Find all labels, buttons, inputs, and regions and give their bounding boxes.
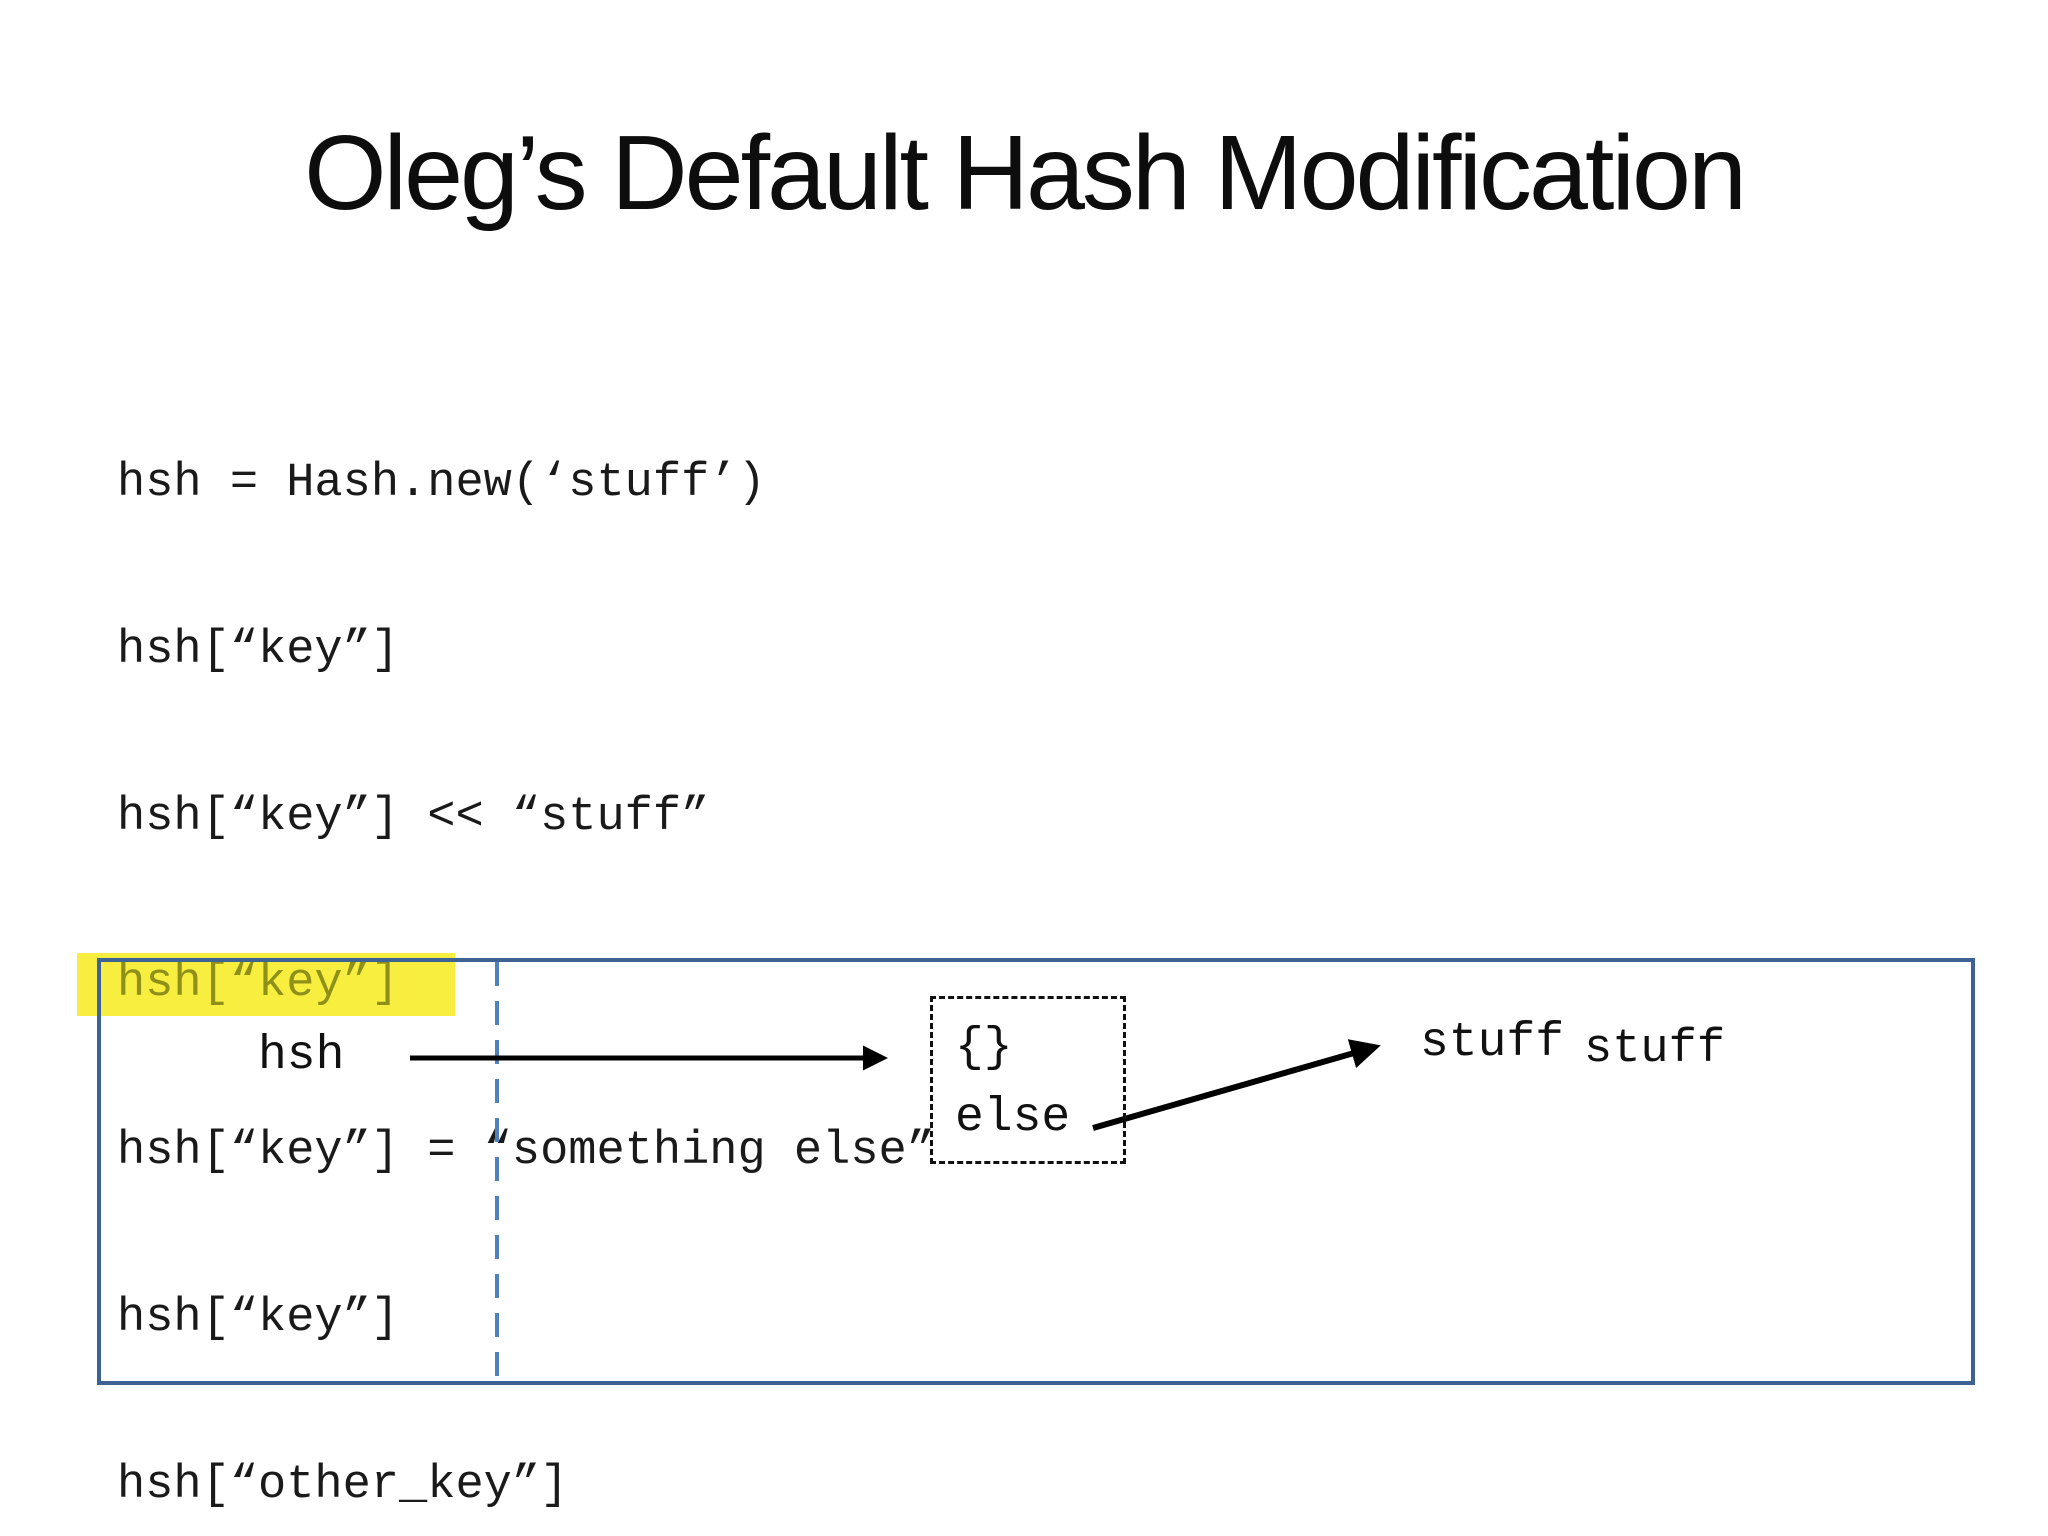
code-text: hsh[“key”] [117,1292,400,1345]
stuff-value-label-2: stuff [1584,1023,1726,1076]
else-pointer-arrow [1092,1039,1381,1131]
hash-object-line2: else [955,1091,1071,1145]
code-text: hsh[“other_key”] [117,1459,569,1512]
code-line: hsh = Hash.new(‘stuff’) [117,453,935,514]
diagram-lines [410,962,1381,1381]
code-text: hsh[“key”] = “something else” [117,1125,935,1178]
code-line: hsh[“key”] = “something else” [117,1121,935,1182]
code-line: hsh[“key”] [117,620,935,681]
code-text: hsh[“key”] << “stuff” [117,791,710,844]
code-block: hsh = Hash.new(‘stuff’) hsh[“key”] hsh[“… [77,347,935,1536]
highlighted-code-text: hsh[“key”] [77,953,456,1016]
code-line: hsh[“key”] << “stuff” [117,787,935,848]
hash-object-box: {} else [930,996,1126,1164]
memory-diagram: hsh {} else stuff stuff [97,958,1975,1385]
code-line: hsh[“other_key”] [117,1455,935,1516]
code-line: hsh[“key”] [117,1288,935,1349]
hash-object-line1: {} [955,1021,1013,1075]
code-line-highlighted: hsh[“key”] [77,953,935,1016]
hsh-variable-label: hsh [258,1029,345,1083]
stuff-value-label-1: stuff [1420,1016,1565,1070]
code-text: hsh = Hash.new(‘stuff’) [117,457,766,510]
slide-title: Oleg’s Default Hash Modification [304,114,1747,232]
code-text: hsh[“key”] [117,624,400,677]
